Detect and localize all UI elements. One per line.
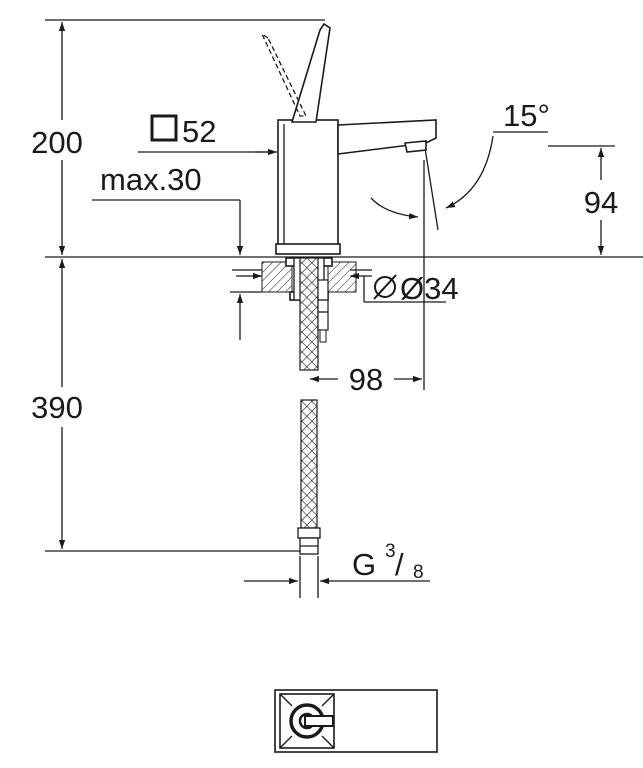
lever-alt-position bbox=[260, 32, 308, 117]
dimension-thread: G 3 / 8 bbox=[244, 541, 430, 598]
max-label: max.30 bbox=[100, 162, 202, 197]
mounting-hardware bbox=[299, 257, 329, 371]
extension-lines bbox=[45, 19, 643, 552]
total-height-label: 200 bbox=[31, 125, 83, 160]
hose-length-label: 390 bbox=[31, 390, 83, 425]
projection-label: 98 bbox=[349, 362, 383, 397]
thread-numerator: 3 bbox=[385, 541, 396, 562]
dimension-hole: Ø34 bbox=[232, 269, 459, 306]
lever bbox=[290, 22, 331, 123]
dimension-angle: 15° bbox=[370, 98, 550, 231]
top-view bbox=[274, 689, 438, 753]
dimension-total-height: 200 bbox=[22, 22, 92, 255]
spout-height-label: 94 bbox=[584, 185, 618, 220]
square-icon bbox=[150, 114, 178, 142]
faucet-body bbox=[275, 119, 437, 255]
flex-hose bbox=[297, 399, 321, 555]
dimension-hose-length: 390 bbox=[22, 259, 94, 549]
thread-denominator: 8 bbox=[413, 562, 424, 583]
dimension-square: 52 bbox=[150, 114, 277, 156]
dimension-spout-height: 94 bbox=[575, 148, 631, 255]
thread-slash: / bbox=[395, 547, 404, 582]
diameter-icon bbox=[373, 274, 397, 300]
thread-base-label: G bbox=[352, 547, 376, 582]
hole-label: Ø34 bbox=[400, 271, 459, 306]
square-label: 52 bbox=[182, 114, 216, 149]
dimension-projection: 98 bbox=[310, 160, 425, 397]
angle-label: 15° bbox=[503, 98, 550, 133]
dimension-max-thickness: max.30 bbox=[100, 162, 262, 340]
